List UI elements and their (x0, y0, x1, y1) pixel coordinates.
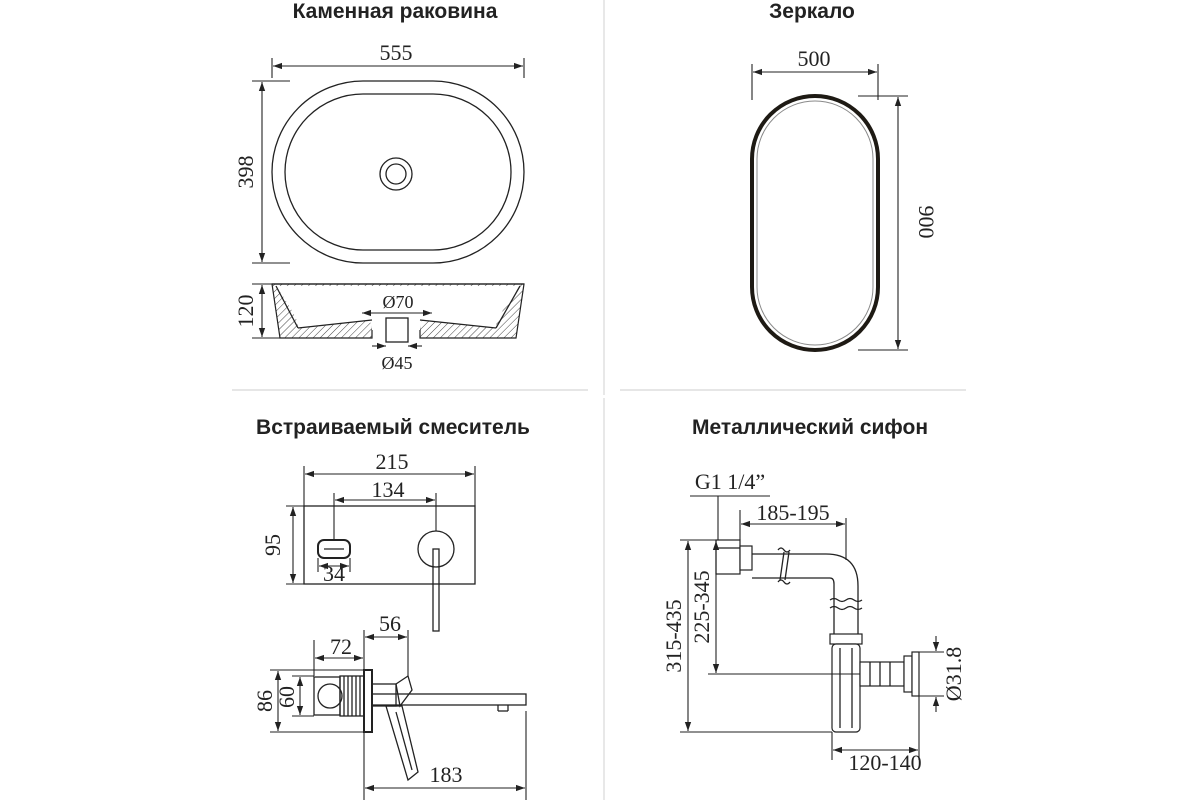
sink-outer-diameter-label: Ø70 (383, 292, 414, 312)
mixer-body-depth-label: 72 (330, 634, 352, 659)
siphon-outlet-diameter-label: Ø31.8 (941, 647, 966, 701)
mixer-section: Встраиваемый смеситель 215 134 95 34 (252, 416, 530, 800)
siphon-outlet-length-label: 120-140 (848, 750, 921, 775)
siphon-inlet (715, 539, 741, 575)
mixer-side-lever (385, 705, 419, 782)
sink-section: Каменная раковина 555 398 120 Ø70 (233, 0, 525, 373)
siphon-outlet-flange (911, 651, 920, 697)
sink-drain-section (385, 317, 409, 343)
mirror-glass (756, 100, 874, 346)
siphon-nut (829, 633, 863, 645)
siphon-reach-label: 185-195 (756, 500, 829, 525)
mixer-knob-width-label: 34 (323, 561, 345, 586)
mixer-axis-spacing-label: 134 (372, 477, 405, 502)
mirror-width-label: 500 (798, 46, 831, 71)
sink-top-view-outer-rim (271, 80, 525, 264)
mixer-spout-length-label: 183 (430, 762, 463, 787)
mixer-spout (371, 693, 527, 706)
mixer-body-height-label: 60 (274, 686, 299, 708)
mixer-wall-plate (303, 505, 476, 585)
siphon-bottle (831, 643, 861, 733)
mirror-section: Зеркало 500 900 (750, 0, 939, 352)
mixer-cartridge (317, 683, 343, 709)
sink-drain-inner (385, 163, 407, 185)
sink-depth-label: 120 (233, 295, 258, 328)
siphon-title: Металлический сифон (692, 416, 928, 439)
siphon-total-height-label: 315-435 (661, 599, 686, 672)
sink-title: Каменная раковина (293, 0, 498, 23)
sink-height-label: 398 (233, 156, 258, 189)
mixer-plate-width-label: 215 (376, 449, 409, 474)
mirror-height-label: 900 (914, 206, 939, 239)
siphon-section: Металлический сифон G1 1/4” 185-195 (661, 416, 966, 775)
sink-inner-diameter-label: Ø45 (382, 353, 413, 373)
mixer-plate-height-label: 95 (260, 534, 285, 556)
siphon-height-range-label: 225-345 (689, 570, 714, 643)
sink-width-label: 555 (380, 40, 413, 65)
mixer-flange-height-label: 86 (252, 690, 277, 712)
siphon-thread-label: G1 1/4” (695, 469, 765, 494)
sink-drain-outer (379, 157, 413, 191)
siphon-outlet-pipe (859, 661, 905, 687)
sink-top-view-bowl (284, 93, 512, 251)
mixer-lever-base (371, 683, 397, 707)
mixer-thread (343, 676, 361, 716)
mirror-title: Зеркало (769, 0, 855, 23)
mirror-frame (750, 94, 880, 352)
mixer-title: Встраиваемый смеситель (256, 416, 530, 439)
mixer-lever-handle (432, 548, 440, 632)
mixer-wall-offset-label: 56 (379, 611, 401, 636)
mixer-side-plate (363, 669, 373, 733)
